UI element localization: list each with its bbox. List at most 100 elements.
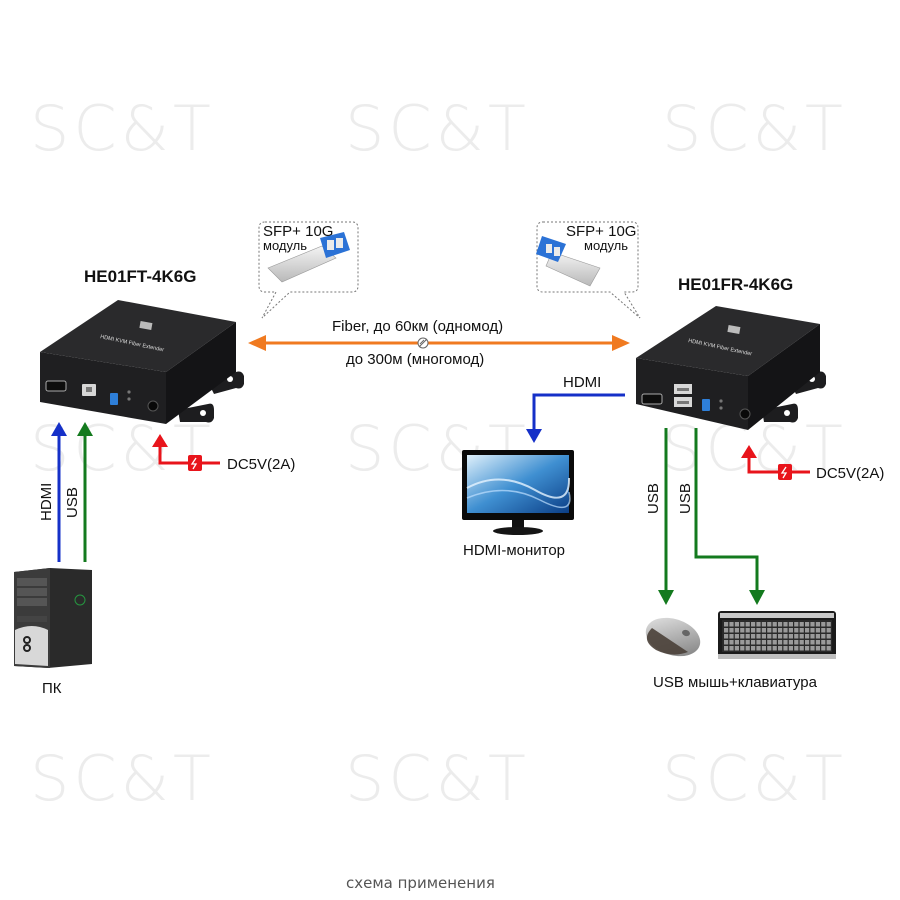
keyboard-key <box>794 646 799 651</box>
keyboard-key <box>772 640 777 645</box>
keyboard-key <box>821 628 826 633</box>
transmitter-model-title: HE01FT-4K6G <box>84 267 197 286</box>
keyboard-key <box>767 646 772 651</box>
keyboard-key <box>783 622 788 627</box>
mouse-icon <box>645 617 701 657</box>
keyboard-key <box>783 628 788 633</box>
keyboard-key <box>826 646 831 651</box>
keyboard-key <box>740 646 745 651</box>
hdmi-port <box>641 393 663 405</box>
rx-power-label: DC5V(2A) <box>816 465 885 482</box>
sfp-callout-left <box>258 221 359 319</box>
keyboard-key <box>783 634 788 639</box>
keyboard-key <box>810 646 815 651</box>
keyboard-key <box>724 634 729 639</box>
keyboard-key <box>826 640 831 645</box>
rx-usb1-label: USB <box>645 483 662 514</box>
keyboard-key <box>778 634 783 639</box>
keyboard-key <box>740 628 745 633</box>
keyboard-key <box>724 628 729 633</box>
keyboard-key <box>751 646 756 651</box>
keyboard-key <box>761 640 766 645</box>
keyboard-key <box>756 634 761 639</box>
keyboard-key <box>799 634 804 639</box>
keyboard-key <box>805 640 810 645</box>
watermark: SC&T <box>662 412 847 485</box>
sfp-module-icon <box>267 232 350 283</box>
tx-power-label: DC5V(2A) <box>227 456 296 473</box>
sfp-right-line2: модуль <box>584 238 629 253</box>
keyboard-key <box>783 640 788 645</box>
keyboard-key <box>815 646 820 651</box>
keyboard-key <box>805 622 810 627</box>
fiber-connector-icon <box>417 337 429 349</box>
power-adapter-icon <box>188 455 202 471</box>
keyboard-key <box>772 628 777 633</box>
keyboard-key <box>751 628 756 633</box>
keyboard-key <box>724 646 729 651</box>
keyboard-key <box>734 634 739 639</box>
keyboard-key <box>772 646 777 651</box>
monitor-label: HDMI-монитор <box>463 542 566 559</box>
power-arrow-rx <box>741 445 810 480</box>
receiver-device-image: HDMI KVM Fiber Extender <box>636 306 826 430</box>
keyboard-key <box>745 628 750 633</box>
keyboard-key <box>734 640 739 645</box>
dc-jack <box>739 408 751 420</box>
keyboard-key <box>767 634 772 639</box>
keyboard-key <box>788 622 793 627</box>
keyboard-key <box>815 622 820 627</box>
keyboard-key <box>794 634 799 639</box>
keyboard-key <box>778 628 783 633</box>
keyboard-key <box>745 622 750 627</box>
keyboard-key <box>778 622 783 627</box>
power-arrow-tx <box>152 434 220 471</box>
keyboard-key <box>799 640 804 645</box>
keyboard-key <box>799 628 804 633</box>
sfp-right-line1: SFP+ 10G <box>566 223 637 240</box>
keyboard-key <box>740 622 745 627</box>
usb-arrow-pc <box>77 422 93 562</box>
monitor-icon <box>462 450 574 535</box>
keyboard-key <box>729 628 734 633</box>
keyboard-icon <box>718 611 836 659</box>
keyboard-key <box>767 640 772 645</box>
keyboard-key <box>734 628 739 633</box>
keyboard-key <box>756 646 761 651</box>
hdmi-arrow-pc <box>51 422 67 562</box>
keyboard-key <box>745 640 750 645</box>
keyboard-key <box>729 640 734 645</box>
rx-hdmi-label: HDMI <box>563 374 602 391</box>
dc-jack <box>147 400 159 412</box>
keyboard-key <box>794 640 799 645</box>
keyboard-key <box>826 634 831 639</box>
keyboard-key <box>794 622 799 627</box>
keyboard-key <box>815 634 820 639</box>
transmitter-device-image: HDMI KVM Fiber Extender <box>40 300 244 424</box>
keyboard-key <box>745 634 750 639</box>
keyboard-key <box>805 628 810 633</box>
fiber-link-arrow <box>248 335 630 351</box>
keyboard-key <box>740 634 745 639</box>
fiber-distance-multimode: до 300м (многомод) <box>346 351 485 368</box>
keyboard-key <box>788 634 793 639</box>
fiber-distance-singlemode: Fiber, до 60км (одномод) <box>332 318 504 335</box>
keyboard-key <box>756 622 761 627</box>
pc-label: ПК <box>42 680 62 697</box>
keyboard-key <box>740 640 745 645</box>
dip-switch <box>702 399 710 411</box>
hdmi-port <box>45 380 67 392</box>
keyboard-key <box>821 640 826 645</box>
keyboard-key <box>756 628 761 633</box>
receiver-model-title: HE01FR-4K6G <box>678 275 794 294</box>
keyboard-key <box>788 628 793 633</box>
keyboard-key <box>805 646 810 651</box>
hdmi-arrow-monitor <box>526 393 625 443</box>
keyboard-key <box>821 646 826 651</box>
keyboard-key <box>724 622 729 627</box>
keyboard-key <box>794 628 799 633</box>
keyboard-key <box>788 646 793 651</box>
sfp-callout-right <box>536 221 641 319</box>
peripherals-label: USB мышь+клавиатура <box>653 674 817 691</box>
